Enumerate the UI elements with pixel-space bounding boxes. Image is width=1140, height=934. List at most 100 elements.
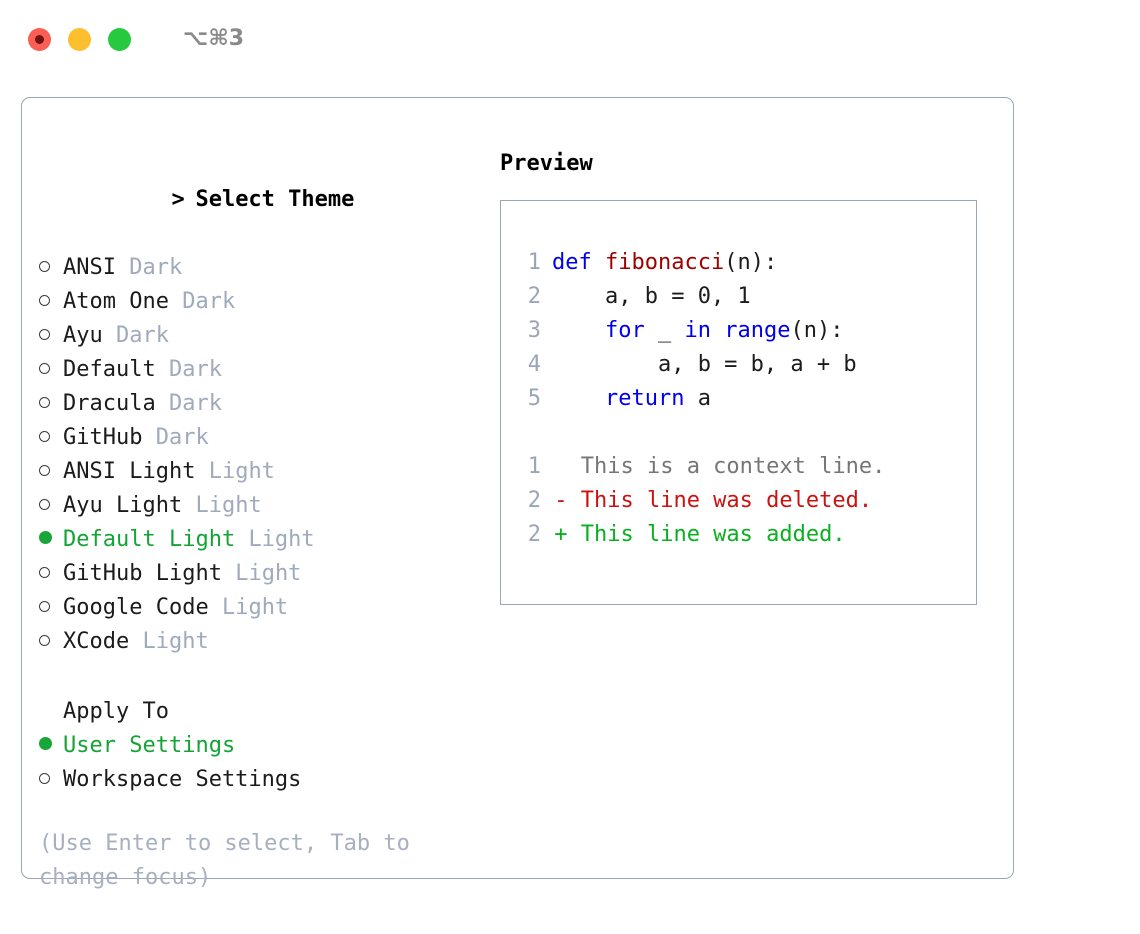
title-bar: ⌥⌘3 xyxy=(0,0,1140,78)
theme-option-default-light[interactable]: Default Light Light xyxy=(39,523,489,557)
apply-to-option-user-settings[interactable]: User Settings xyxy=(39,729,489,763)
code-token xyxy=(552,318,605,343)
code-token: return xyxy=(604,386,685,411)
code-token: in xyxy=(684,318,711,343)
radio-unselected-icon[interactable] xyxy=(39,625,63,659)
prompt-caret-icon: > xyxy=(171,187,185,212)
code-token xyxy=(711,318,724,343)
radio-unselected-icon[interactable] xyxy=(39,763,63,797)
theme-option-github-light[interactable]: GitHub Light Light xyxy=(39,557,489,591)
diff-line-text: This is a context line. xyxy=(541,454,886,479)
apply-to-heading: Apply To xyxy=(63,699,169,724)
theme-variant-tag: Dark xyxy=(168,391,222,416)
theme-variant-tag: Dark xyxy=(155,425,209,450)
diff-line: 2 + This line was added. xyxy=(513,518,885,552)
theme-name: ANSI xyxy=(63,255,116,280)
code-line-number: 3 xyxy=(527,318,541,343)
code-token: (n): xyxy=(724,250,778,275)
theme-variant-tag: Light xyxy=(142,629,209,654)
code-line-number: 1 xyxy=(527,250,541,275)
theme-option-xcode[interactable]: XCode Light xyxy=(39,625,489,659)
code-token: a, b = b, a + b xyxy=(552,352,857,377)
code-token: a, b = 0, 1 xyxy=(552,284,751,309)
theme-option-ayu[interactable]: Ayu Dark xyxy=(39,319,489,353)
theme-name: GitHub Light xyxy=(63,561,222,586)
diff-sample: 1 This is a context line.2 - This line w… xyxy=(513,450,886,552)
window-controls xyxy=(28,27,131,51)
radio-unselected-icon[interactable] xyxy=(39,387,63,421)
theme-variant-tag: Dark xyxy=(116,323,169,348)
radio-unselected-icon[interactable] xyxy=(39,455,63,489)
theme-option-default[interactable]: Default Dark xyxy=(39,353,489,387)
code-token: fibonacci xyxy=(604,250,725,275)
radio-unselected-icon[interactable] xyxy=(39,591,63,625)
theme-variant-tag: Light xyxy=(235,561,302,586)
theme-name: Atom One xyxy=(63,289,169,314)
radio-selected-icon[interactable] xyxy=(39,523,63,557)
code-token: a xyxy=(684,386,711,411)
theme-option-google-code[interactable]: Google Code Light xyxy=(39,591,489,625)
code-token: for xyxy=(604,318,645,343)
theme-option-github[interactable]: GitHub Dark xyxy=(39,421,489,455)
close-button[interactable] xyxy=(28,27,51,51)
theme-name: XCode xyxy=(63,629,130,654)
theme-option-ansi-light[interactable]: ANSI Light Light xyxy=(39,455,489,489)
code-line: 5 return a xyxy=(513,382,857,416)
radio-selected-icon[interactable] xyxy=(39,729,63,763)
theme-name: ANSI Light xyxy=(63,459,196,484)
code-token: def xyxy=(552,250,605,275)
theme-option-ayu-light[interactable]: Ayu Light Light xyxy=(39,489,489,523)
code-token xyxy=(552,386,605,411)
theme-option-atom-one[interactable]: Atom One Dark xyxy=(39,285,489,319)
theme-variant-tag: Dark xyxy=(129,255,183,280)
zoom-button[interactable] xyxy=(108,27,131,51)
code-line: 4 a, b = b, a + b xyxy=(513,348,857,382)
radio-unselected-icon[interactable] xyxy=(39,251,63,285)
theme-name: Google Code xyxy=(63,595,209,620)
list-spacer xyxy=(39,659,489,695)
code-line: 1 def fibonacci(n): xyxy=(513,246,857,280)
theme-name: Ayu xyxy=(63,323,103,348)
keyboard-hint-text: (Use Enter to select, Tab to change focu… xyxy=(39,831,410,890)
diff-line-number: 1 xyxy=(527,454,541,479)
minimize-button[interactable] xyxy=(68,27,91,51)
preview-title: Preview xyxy=(500,151,593,176)
code-line-number: 4 xyxy=(527,352,541,377)
theme-variant-tag: Dark xyxy=(168,357,222,382)
diff-line: 2 - This line was deleted. xyxy=(513,484,885,518)
radio-unselected-icon[interactable] xyxy=(39,353,63,387)
diff-line-text: + This line was added. xyxy=(541,522,846,547)
code-line: 2 a, b = 0, 1 xyxy=(513,280,857,314)
radio-unselected-icon[interactable] xyxy=(39,285,63,319)
code-line-number: 5 xyxy=(527,386,541,411)
select-theme-title: Select Theme xyxy=(195,187,355,212)
radio-unselected-icon[interactable] xyxy=(39,489,63,523)
theme-variant-tag: Light xyxy=(208,459,275,484)
code-line-number: 2 xyxy=(527,284,541,309)
radio-unselected-icon[interactable] xyxy=(39,319,63,353)
code-token: _ xyxy=(644,318,685,343)
theme-option-ansi[interactable]: ANSI Dark xyxy=(39,251,489,285)
apply-to-label: Workspace Settings xyxy=(63,767,302,792)
theme-name: Default xyxy=(63,357,156,382)
radio-unselected-icon[interactable] xyxy=(39,557,63,591)
code-line: 3 for _ in range(n): xyxy=(513,314,857,348)
theme-name: Default Light xyxy=(63,527,236,552)
hint-spacer xyxy=(39,797,489,827)
diff-line: 1 This is a context line. xyxy=(513,450,886,484)
radio-unselected-icon[interactable] xyxy=(39,421,63,455)
code-token: range xyxy=(724,318,791,343)
theme-variant-tag: Light xyxy=(221,595,289,620)
diff-line-text: - This line was deleted. xyxy=(541,488,873,513)
apply-to-option-workspace-settings[interactable]: Workspace Settings xyxy=(39,763,489,797)
theme-variant-tag: Dark xyxy=(182,289,236,314)
theme-option-dracula[interactable]: Dracula Dark xyxy=(39,387,489,421)
